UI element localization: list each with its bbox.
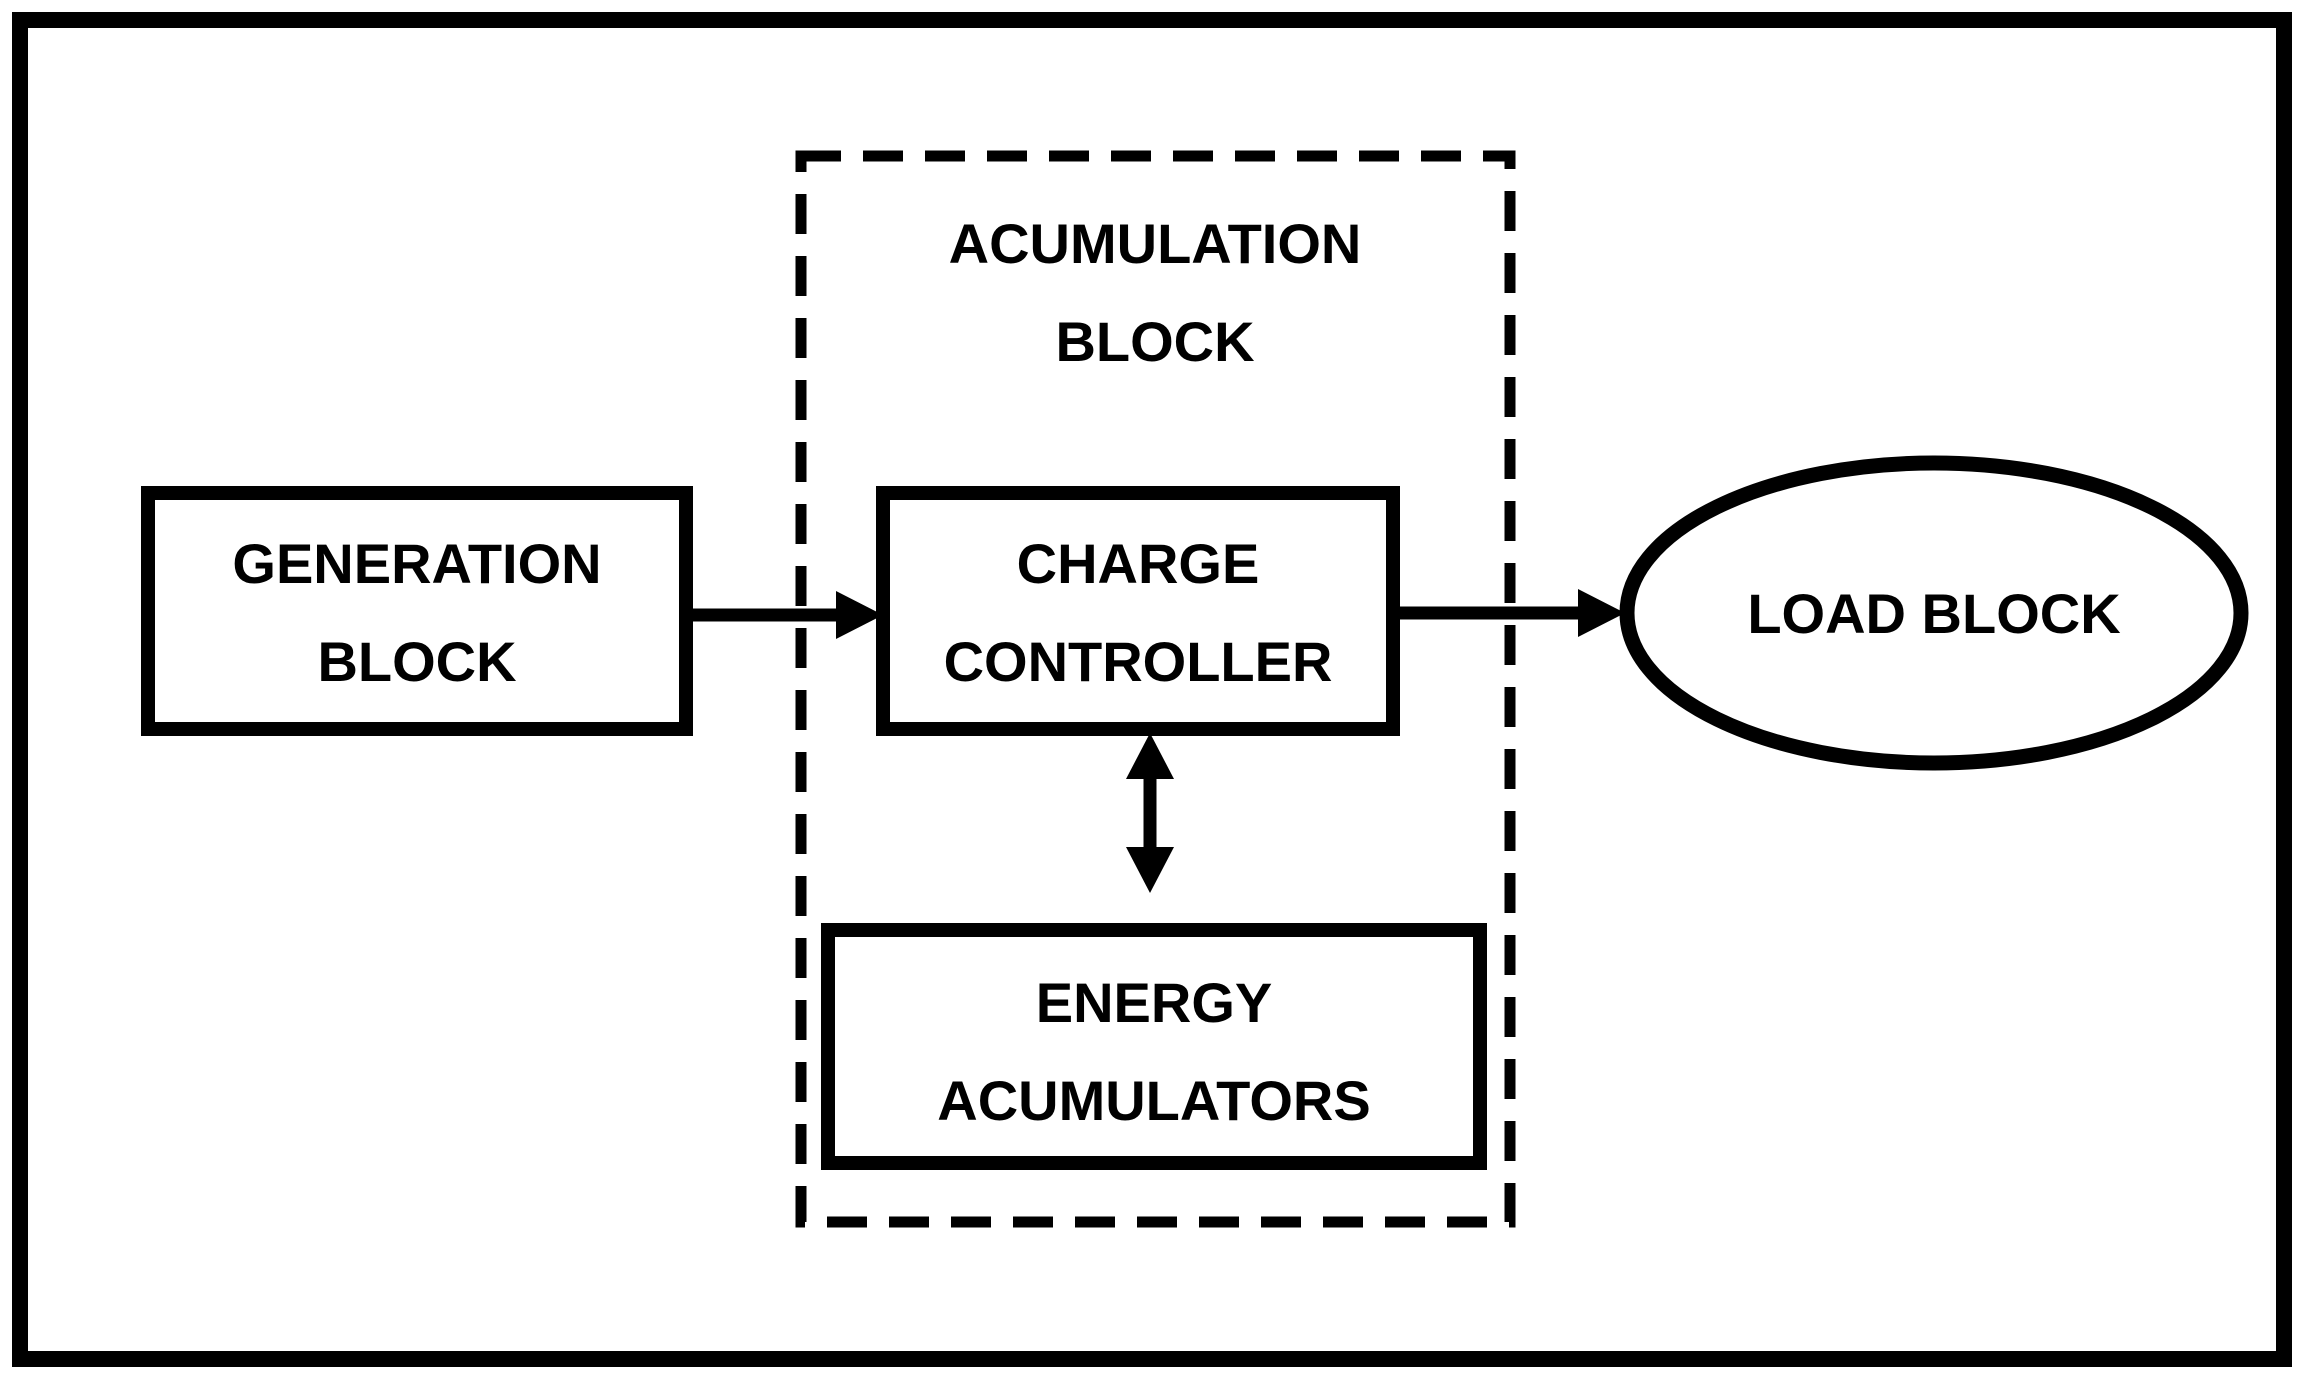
node-load-block: LOAD BLOCK	[1619, 455, 2249, 771]
arrow-controller-accumulators-bidirectional-icon	[1126, 733, 1174, 893]
arrow-controller-accumulators-up-head-icon	[1126, 733, 1174, 779]
charge-controller-box	[876, 486, 1400, 736]
generation-block-label-line2: BLOCK	[317, 630, 516, 693]
accumulation-block-label-line1: ACUMULATION	[949, 212, 1362, 275]
node-charge-controller: CHARGE CONTROLLER	[876, 486, 1400, 736]
arrow-generation-to-controller-icon	[686, 591, 883, 639]
node-accumulation-block: ACUMULATION BLOCK	[795, 150, 1516, 1228]
arrow-generation-to-controller-head-icon	[836, 591, 883, 639]
charge-controller-label-line2: CONTROLLER	[944, 630, 1333, 693]
node-energy-accumulators: ENERGY ACUMULATORS	[821, 923, 1487, 1170]
node-generation-block: GENERATION BLOCK	[141, 486, 693, 736]
arrow-controller-to-load-head-icon	[1578, 589, 1625, 637]
charge-controller-label-line1: CHARGE	[1017, 532, 1260, 595]
generation-block-box	[141, 486, 693, 736]
load-block-ellipse	[1619, 455, 2249, 771]
load-block-label-line1: LOAD BLOCK	[1747, 582, 2120, 645]
arrow-controller-accumulators-down-head-icon	[1126, 847, 1174, 893]
energy-accumulators-label-line1: ENERGY	[1036, 971, 1273, 1034]
accumulation-block-label-line2: BLOCK	[1055, 310, 1254, 373]
energy-accumulators-box	[821, 923, 1487, 1170]
arrow-controller-to-load-icon	[1393, 589, 1625, 637]
generation-block-label-line1: GENERATION	[232, 532, 601, 595]
energy-accumulators-label-line2: ACUMULATORS	[937, 1069, 1370, 1132]
accumulation-block-dashed-border	[795, 150, 1516, 1228]
